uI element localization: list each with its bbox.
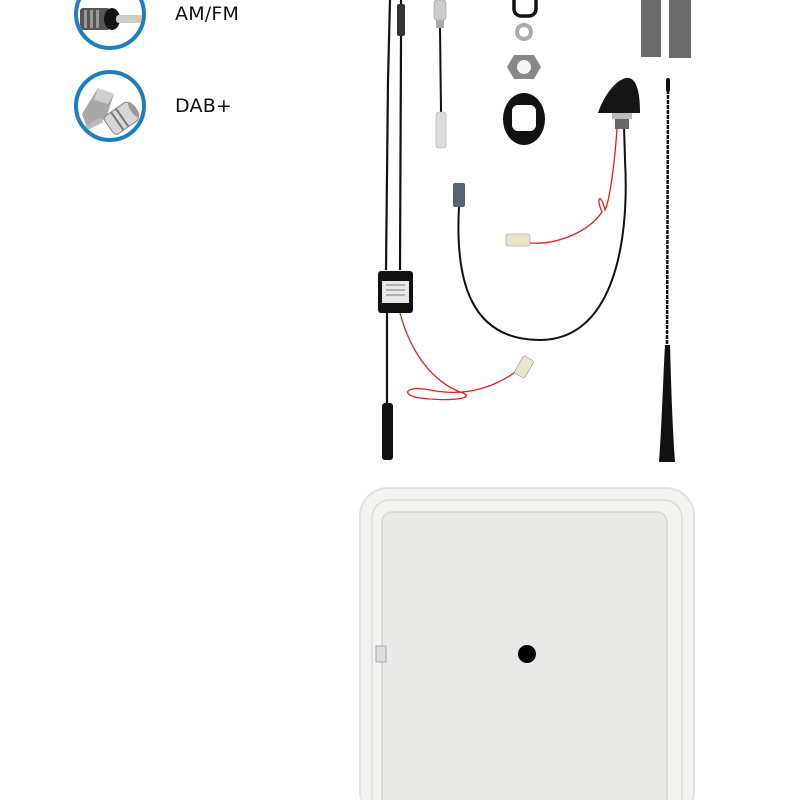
grommet-washer-nut-set (503, 0, 545, 145)
mounting-plate (359, 487, 695, 800)
dab-connector-badge (74, 70, 146, 142)
am-fm-connector-badge (74, 0, 146, 50)
roof-antenna-base (505, 77, 640, 247)
am-fm-label: AM/FM (175, 3, 240, 25)
am-fm-cable-with-splitter (378, 0, 534, 460)
dab-label: DAB+ (175, 95, 233, 117)
smb-angled-connector-icon (78, 88, 140, 135)
din-plug-icon (80, 8, 142, 30)
antenna-mast (659, 78, 675, 462)
dab-cable-with-connector (433, 0, 627, 342)
foam-pads (641, 0, 691, 58)
